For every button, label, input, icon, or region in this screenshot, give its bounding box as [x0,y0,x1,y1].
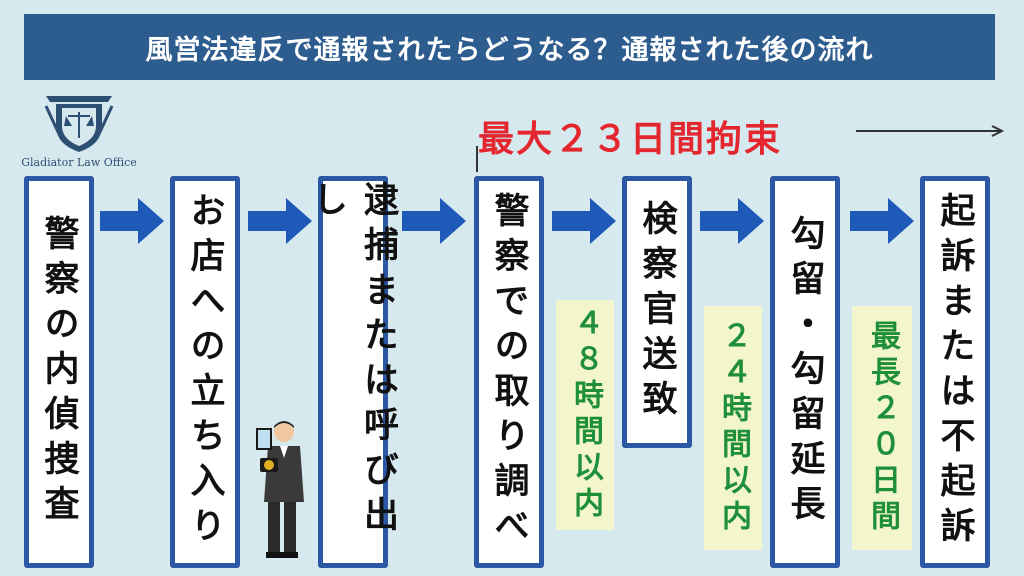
step-label: お店への立ち入り [184,192,225,552]
step-box-4: 警察での取り調べ [474,176,544,568]
shield-emblem-icon [44,96,114,152]
duration-label: 最長２０日間 [865,320,900,536]
step-box-2: お店への立ち入り [170,176,240,568]
arrow-right-icon [552,198,616,244]
step-box-6: 勾留・勾留延長 [770,176,840,568]
step-label: 検察官送致 [636,199,677,425]
step-box-3: 逮捕または呼び出し [307,176,398,568]
arrow-right-icon [248,198,312,244]
logo: Gladiator Law Office [14,92,144,178]
page-title: 風営法違反で通報されたらどうなる？通報された後の流れ [24,14,995,80]
step-label: 勾留・勾留延長 [784,214,825,530]
period-label: 最大２３日間拘束 [478,119,783,160]
duration-note-2: ２４時間以内 [704,306,762,550]
arrow-right-icon [850,198,914,244]
police-officer-illustration [256,421,304,558]
duration-label: ２４時間以内 [716,320,751,536]
period-start-tick [476,146,478,172]
step-label: 警察での取り調べ [488,192,529,552]
step-box-1: 警察の内偵捜査 [24,176,94,568]
duration-note-3: 最長２０日間 [852,306,912,550]
step-label: 起訴または不起訴 [934,192,975,552]
step-label: 逮捕または呼び出し [307,181,398,541]
logo-text: Gladiator Law Office [21,156,137,169]
arrow-right-icon [402,198,466,244]
arrow-right-icon [100,198,164,244]
duration-note-1: ４８時間以内 [556,300,614,530]
step-box-5: 検察官送致 [622,176,692,448]
step-label: 警察の内偵捜査 [38,214,79,530]
step-box-7: 起訴または不起訴 [920,176,990,568]
arrow-right-icon [700,198,764,244]
duration-label: ４８時間以内 [568,307,603,523]
arrow-right-thin-icon [856,125,1005,137]
